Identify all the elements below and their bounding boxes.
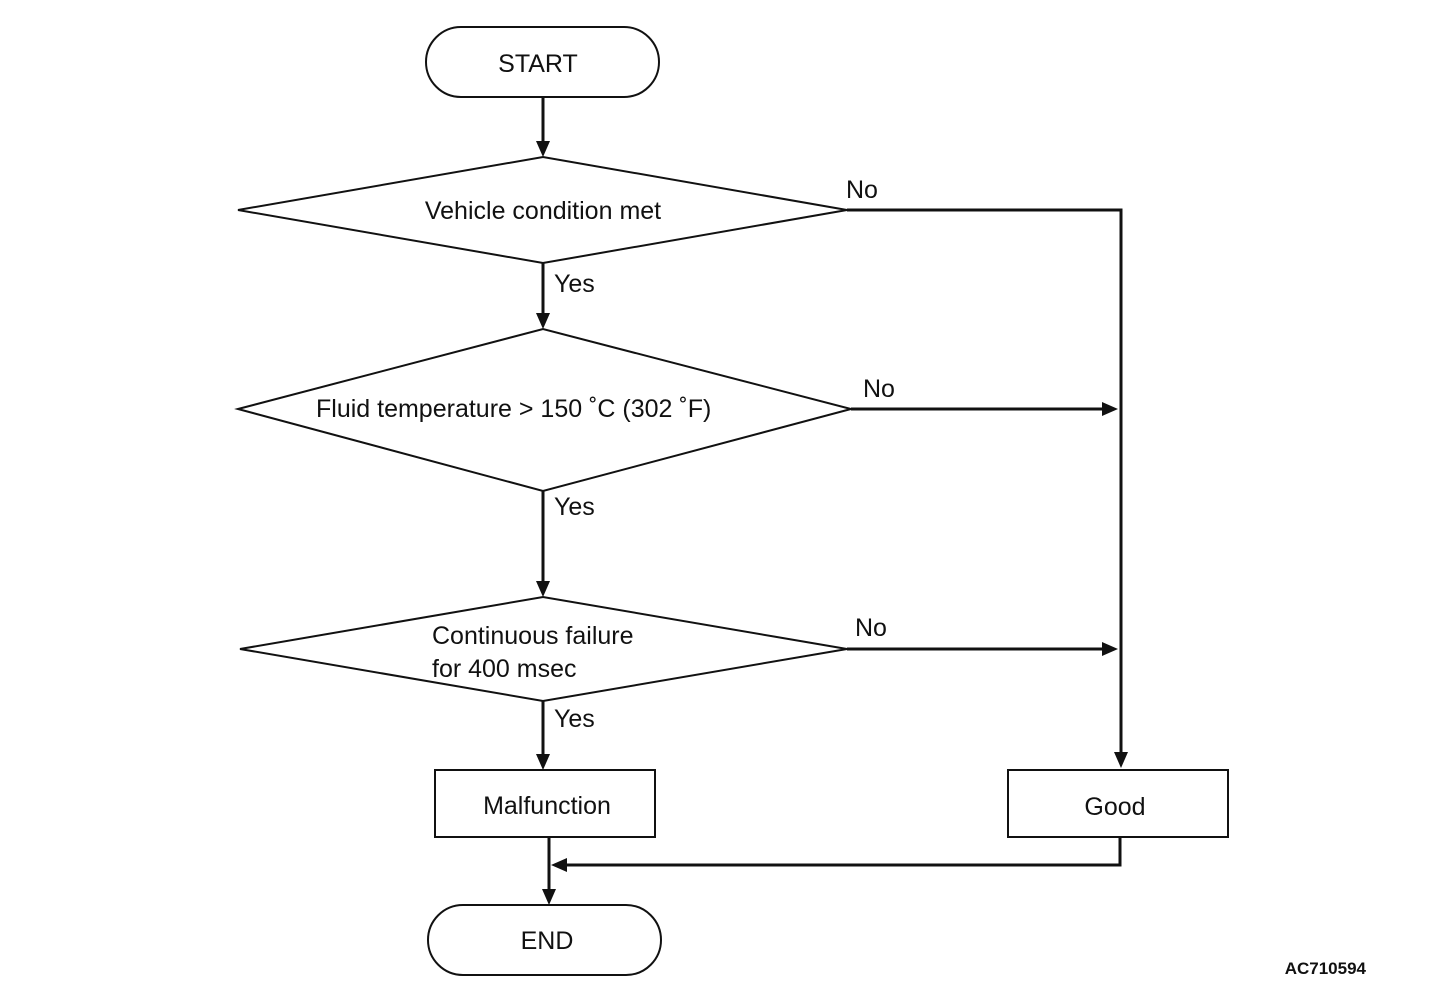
edge-good-to-end [551, 837, 1122, 872]
edge-malfunction-to-end [542, 837, 556, 905]
fluid-temperature-decision: Fluid temperature > 150 ˚C (302 ˚F) [234, 327, 855, 493]
end-node: END [427, 904, 662, 976]
continuous-failure-label-line1: Continuous failure [432, 622, 634, 650]
edge-vehicle-no [847, 208, 1128, 768]
edge-fluid-no [851, 402, 1118, 416]
edge-start-to-vehicle [536, 97, 550, 157]
start-label: START [498, 50, 578, 78]
fluid-no-label: No [863, 375, 895, 403]
edge-fluid-yes [536, 491, 550, 597]
vehicle-condition-label: Vehicle condition met [425, 197, 661, 225]
continuous-failure-label-line2: for 400 msec [432, 655, 577, 683]
vehicle-no-label: No [846, 176, 878, 204]
reference-code: AC710594 [1285, 959, 1367, 978]
end-label: END [521, 927, 574, 955]
failure-yes-label: Yes [554, 705, 595, 733]
start-node: START [425, 26, 660, 98]
good-label: Good [1084, 793, 1145, 821]
edge-vehicle-yes [536, 263, 550, 329]
malfunction-label: Malfunction [483, 792, 611, 820]
vehicle-yes-label: Yes [554, 270, 595, 298]
continuous-failure-decision: Continuous failure for 400 msec [239, 595, 848, 703]
edge-failure-yes [536, 701, 550, 770]
fluid-yes-label: Yes [554, 493, 595, 521]
edge-failure-no [847, 642, 1118, 656]
failure-no-label: No [855, 614, 887, 642]
good-box: Good [1007, 769, 1229, 838]
vehicle-condition-decision: Vehicle condition met [237, 155, 848, 265]
fluid-temperature-label: Fluid temperature > 150 ˚C (302 ˚F) [316, 395, 711, 423]
malfunction-box: Malfunction [434, 769, 656, 838]
